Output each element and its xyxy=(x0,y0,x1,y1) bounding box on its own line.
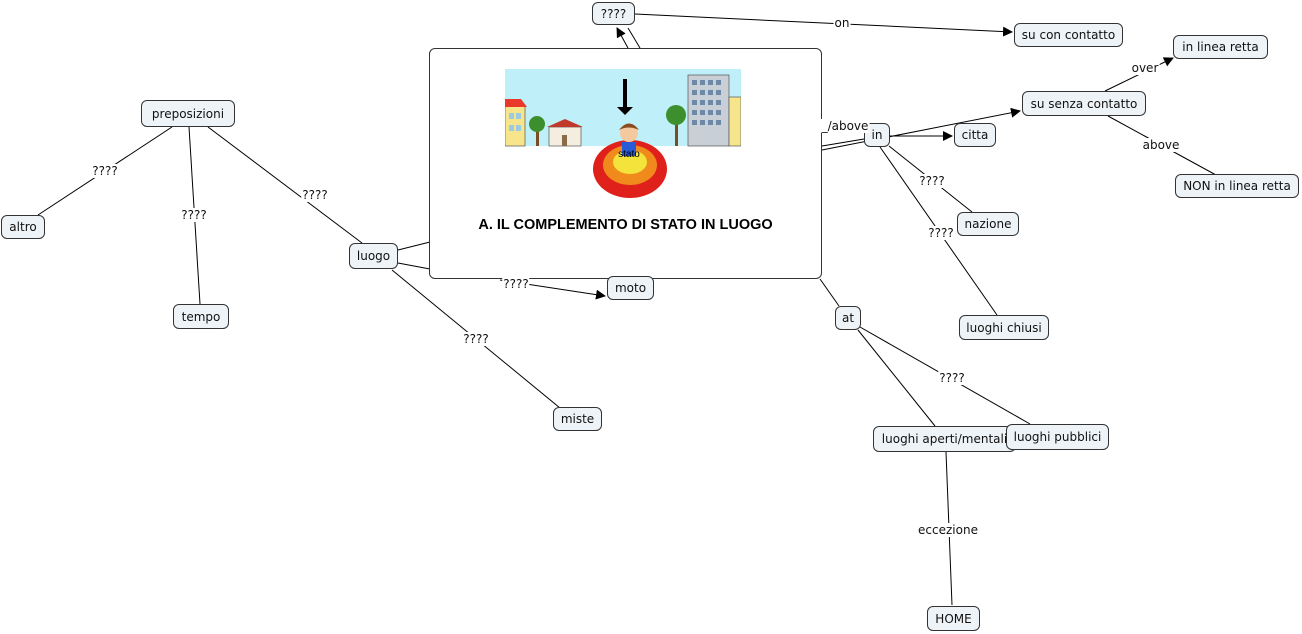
edge-label-eccezione: eccezione xyxy=(917,523,979,537)
edge-popup-susenza xyxy=(821,107,1021,151)
node-tempo[interactable]: tempo xyxy=(173,304,229,329)
node-question-top[interactable]: ???? xyxy=(592,2,635,25)
edge-label-in-nazione: ???? xyxy=(918,174,946,188)
node-moto[interactable]: moto xyxy=(607,276,654,300)
node-su-con-contatto[interactable]: su con contatto xyxy=(1014,23,1123,47)
edge-preposizioni-luogo xyxy=(207,126,363,244)
edge-luogo-popup-2 xyxy=(397,262,431,270)
edge-label-at-pubblici: ???? xyxy=(938,371,966,385)
node-citta[interactable]: citta xyxy=(954,123,996,147)
node-su-senza-contatto[interactable]: su senza contatto xyxy=(1022,91,1146,116)
node-home[interactable]: HOME xyxy=(927,606,980,631)
edge-popup-at xyxy=(819,278,840,307)
node-altro[interactable]: altro xyxy=(1,215,45,239)
edge-label-on: on xyxy=(833,16,851,30)
edge-popup-in xyxy=(821,138,865,147)
node-luoghi-pubblici[interactable]: luoghi pubblici xyxy=(1006,424,1109,450)
edge-luogo-popup xyxy=(397,241,431,251)
node-at[interactable]: at xyxy=(835,306,861,330)
edge-label-luogo-miste: ???? xyxy=(462,332,490,346)
stato-text: stato xyxy=(618,149,640,160)
edge-label-in-chiusi: ???? xyxy=(927,226,955,240)
edge-popup-top-2 xyxy=(627,27,641,49)
edge-label-preposizioni-altro: ???? xyxy=(91,164,119,178)
node-luoghi-aperti-mentali[interactable]: luoghi aperti/mentali xyxy=(873,426,1016,452)
node-non-in-linea-retta[interactable]: NON in linea retta xyxy=(1175,174,1299,198)
node-in-linea-retta[interactable]: in linea retta xyxy=(1173,35,1268,59)
edge-label-above-in: _/above xyxy=(820,119,870,133)
edge-at-aperti xyxy=(857,329,936,427)
node-luoghi-chiusi[interactable]: luoghi chiusi xyxy=(959,315,1049,340)
edge-popup-top xyxy=(616,27,629,49)
node-preposizioni[interactable]: preposizioni xyxy=(141,100,235,127)
node-luogo[interactable]: luogo xyxy=(349,243,398,269)
node-in[interactable]: in xyxy=(864,123,890,147)
popup-title: A. IL COMPLEMENTO DI STATO IN LUOGO xyxy=(478,217,773,233)
edge-label-preposizioni-tempo: ???? xyxy=(180,208,208,222)
edge-label-above: above xyxy=(1141,138,1181,152)
node-miste[interactable]: miste xyxy=(553,407,602,431)
edge-label-over: over xyxy=(1130,61,1160,75)
stato-illustration: stato xyxy=(505,69,741,198)
popup-card[interactable]: stato A. IL COMPLEMENTO DI STATO IN LUOG… xyxy=(429,48,822,279)
node-nazione[interactable]: nazione xyxy=(957,212,1019,236)
edge-label-preposizioni-luogo: ???? xyxy=(301,188,329,202)
edge-top-sucon xyxy=(634,13,1013,37)
edge-label-luogo-moto: ???? xyxy=(502,277,530,291)
